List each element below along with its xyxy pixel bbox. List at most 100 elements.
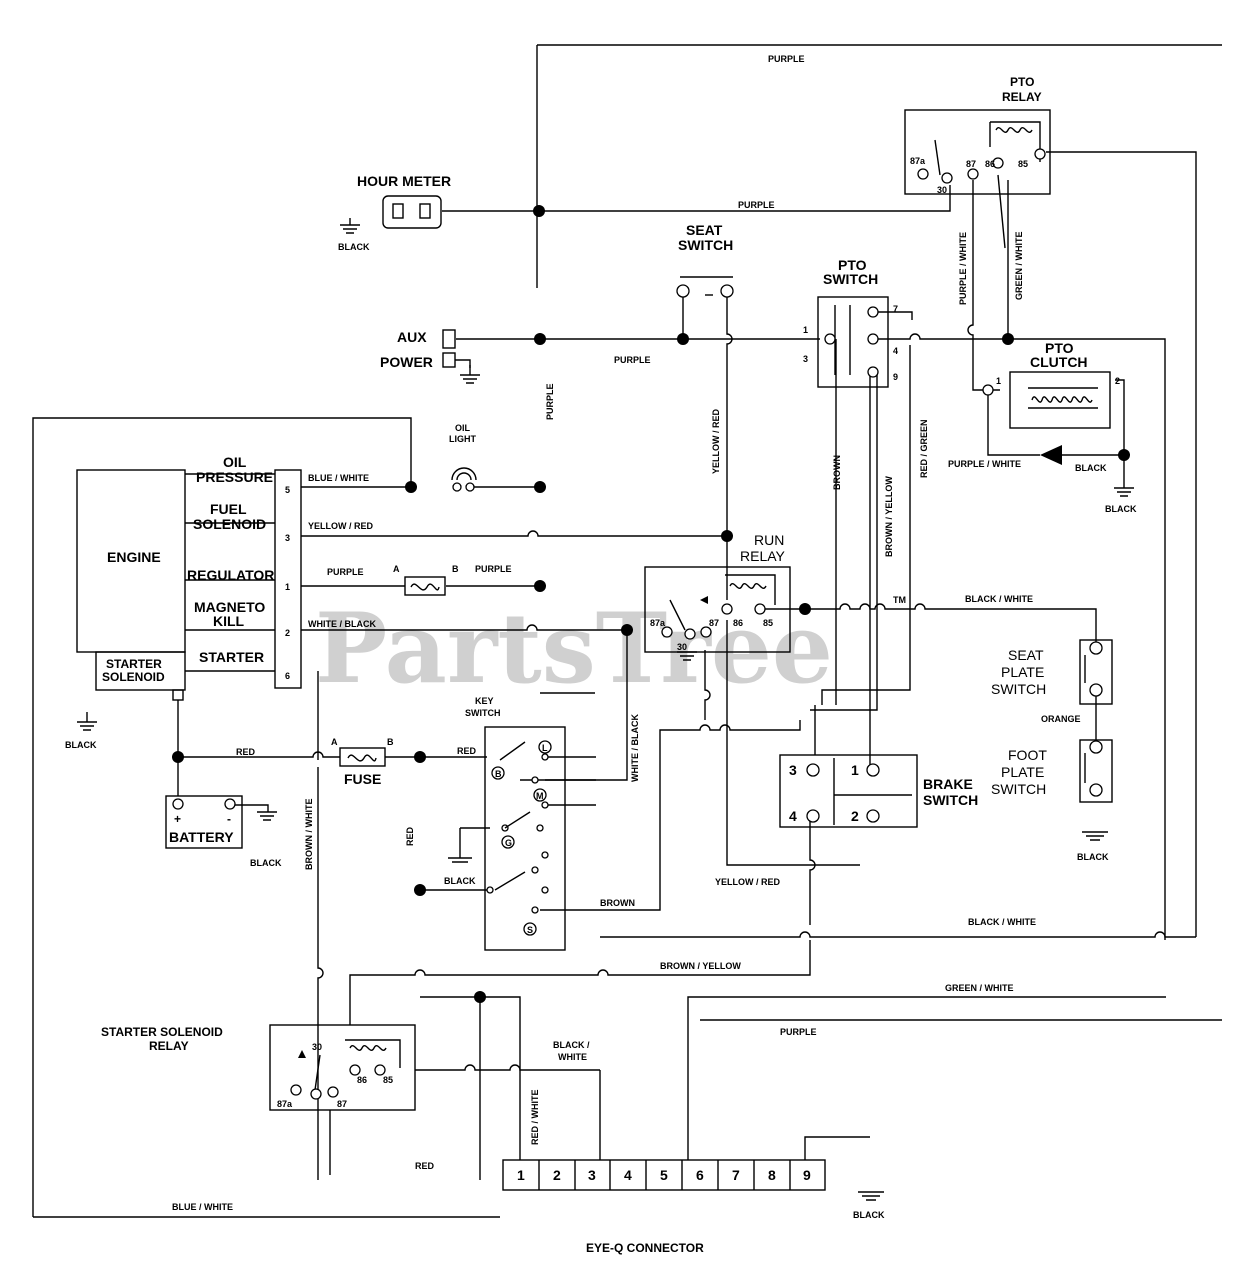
hour-meter-label: HOUR METER [357,173,451,189]
seat-switch-label-1: SEAT [686,222,723,238]
ground-symbols [77,218,1134,1201]
wire-label: PURPLE / WHITE [958,232,968,305]
eyeq-pin-9: 9 [803,1167,811,1183]
key-pin-l: L [542,743,548,753]
wire-label: RED [236,747,256,757]
brake-switch: 3 1 4 2 BRAKE SWITCH [779,754,978,828]
seat-plate-label-1: SEAT [1008,647,1044,663]
pto-clutch-label-2: CLUTCH [1030,354,1088,370]
eyeq-pin-8: 8 [768,1167,776,1183]
run-relay-pin-87a: 87a [650,618,666,628]
wire-label: PURPLE [327,567,364,577]
wire-label: PURPLE [614,355,651,365]
engine-label: ENGINE [107,549,161,565]
pto-switch: 1 3 7 4 9 PTO SWITCH [803,257,898,388]
key-switch-label-2: SWITCH [465,708,501,718]
wire-label: RED [405,826,415,846]
seat-switch-label-2: SWITCH [678,237,733,253]
wire-label: BLUE / WHITE [172,1202,233,1212]
ssr-pin-30: 30 [312,1042,322,1052]
wire-label: RED [457,746,477,756]
eyeq-pin-2: 2 [553,1167,561,1183]
wire-label: GREEN / WHITE [945,983,1014,993]
pto-switch-pin-7: 7 [893,304,898,314]
brake-pin-1: 1 [851,762,859,778]
seat-plate-switch: SEAT PLATE SWITCH [991,639,1113,705]
fuse-pin-b: B [387,737,394,747]
wire-label: PURPLE [780,1027,817,1037]
wire-label: BLACK [338,242,370,252]
wire-label: BLACK / WHITE [968,917,1036,927]
oil-light-label-1: OIL [455,423,471,433]
pto-switch-label-1: PTO [838,257,867,273]
regulator-fuse-pin-a: A [393,564,400,574]
oil-light-label-2: LIGHT [449,434,476,444]
wire-label: PURPLE [738,200,775,210]
pto-relay: 87a 30 87 86 85 PTO RELAY [904,75,1051,249]
run-relay-pin-30: 30 [677,642,687,652]
wire-label: BLACK / WHITE [965,594,1033,604]
starter-label: STARTER [199,649,264,665]
ssr-pin-86: 86 [357,1075,367,1085]
pto-switch-pin-4: 4 [893,346,898,356]
wire-label: BROWN / YELLOW [884,476,894,557]
pto-clutch-label-1: PTO [1045,340,1074,356]
battery-plus: + [174,812,181,826]
magneto-kill-label-1: MAGNETO [194,599,265,615]
wire-label: BLACK [444,876,476,886]
wires [32,44,1222,1218]
regulator-fuse-pin-b: B [452,564,459,574]
fuse-pin-a: A [331,737,338,747]
wire-label: WHITE / BLACK [630,714,640,782]
aux-label: AUX [397,329,427,345]
pto-switch-pin-9: 9 [893,372,898,382]
seat-plate-label-3: SWITCH [991,681,1046,697]
wire-label: BLACK [853,1210,885,1220]
wire-label: PURPLE / WHITE [948,459,1021,469]
wire-label: WHITE / BLACK [308,619,376,629]
eyeq-pin-6: 6 [696,1167,704,1183]
key-pin-g: G [505,838,512,848]
ssr-pin-85: 85 [383,1075,393,1085]
wire-label: RED [415,1161,435,1171]
seat-switch: SEAT SWITCH [676,222,734,298]
engine-pin-5: 5 [285,485,290,495]
wire-label: YELLOW / RED [308,521,374,531]
engine-pin-3: 3 [285,533,290,543]
ssr-label-1: STARTER SOLENOID [101,1025,223,1039]
ssr-label-2: RELAY [149,1039,189,1053]
key-pin-b: B [495,769,502,779]
engine-pin-6: 6 [285,671,290,681]
battery: + - BATTERY [165,795,243,849]
wire-label: BROWN / YELLOW [660,961,741,971]
fuel-solenoid-label-1: FUEL [210,501,247,517]
eyeq-pin-5: 5 [660,1167,668,1183]
pto-relay-pin-30: 30 [937,185,947,195]
pto-relay-pin-87: 87 [966,159,976,169]
wire-labels: PURPLE PURPLE BLACK PURPLE BLACK BLACK P… [65,54,1137,1220]
key-switch-label-1: KEY [475,696,494,706]
pto-clutch: 1 2 PTO CLUTCH [982,340,1120,465]
wire-label: BROWN [832,455,842,490]
wire-label: BLACK [1075,463,1107,473]
engine-pin-1: 1 [285,582,290,592]
brake-pin-3: 3 [789,762,797,778]
run-relay-pin-87: 87 [709,618,719,628]
wire-label: ORANGE [1041,714,1081,724]
watermark: PartsTree [315,592,833,705]
regulator-fuse: A B [393,564,459,596]
aux-power-connector: AUX POWER [380,329,471,370]
power-label: POWER [380,354,433,370]
eye-q-connector: 1 2 3 4 5 6 7 8 9 EYE-Q CONNECTOR [502,1159,826,1255]
brake-pin-4: 4 [789,808,797,824]
battery-minus: - [227,812,231,826]
fuse-label: FUSE [344,771,381,787]
oil-pressure-label-1: OIL [223,454,247,470]
foot-plate-label-3: SWITCH [991,781,1046,797]
run-relay-label-1: RUN [754,532,784,548]
wire-label: BLACK [1105,504,1137,514]
key-pin-m: M [536,791,544,801]
wire-label: WHITE [558,1052,587,1062]
wire-label: BROWN / WHITE [304,799,314,871]
